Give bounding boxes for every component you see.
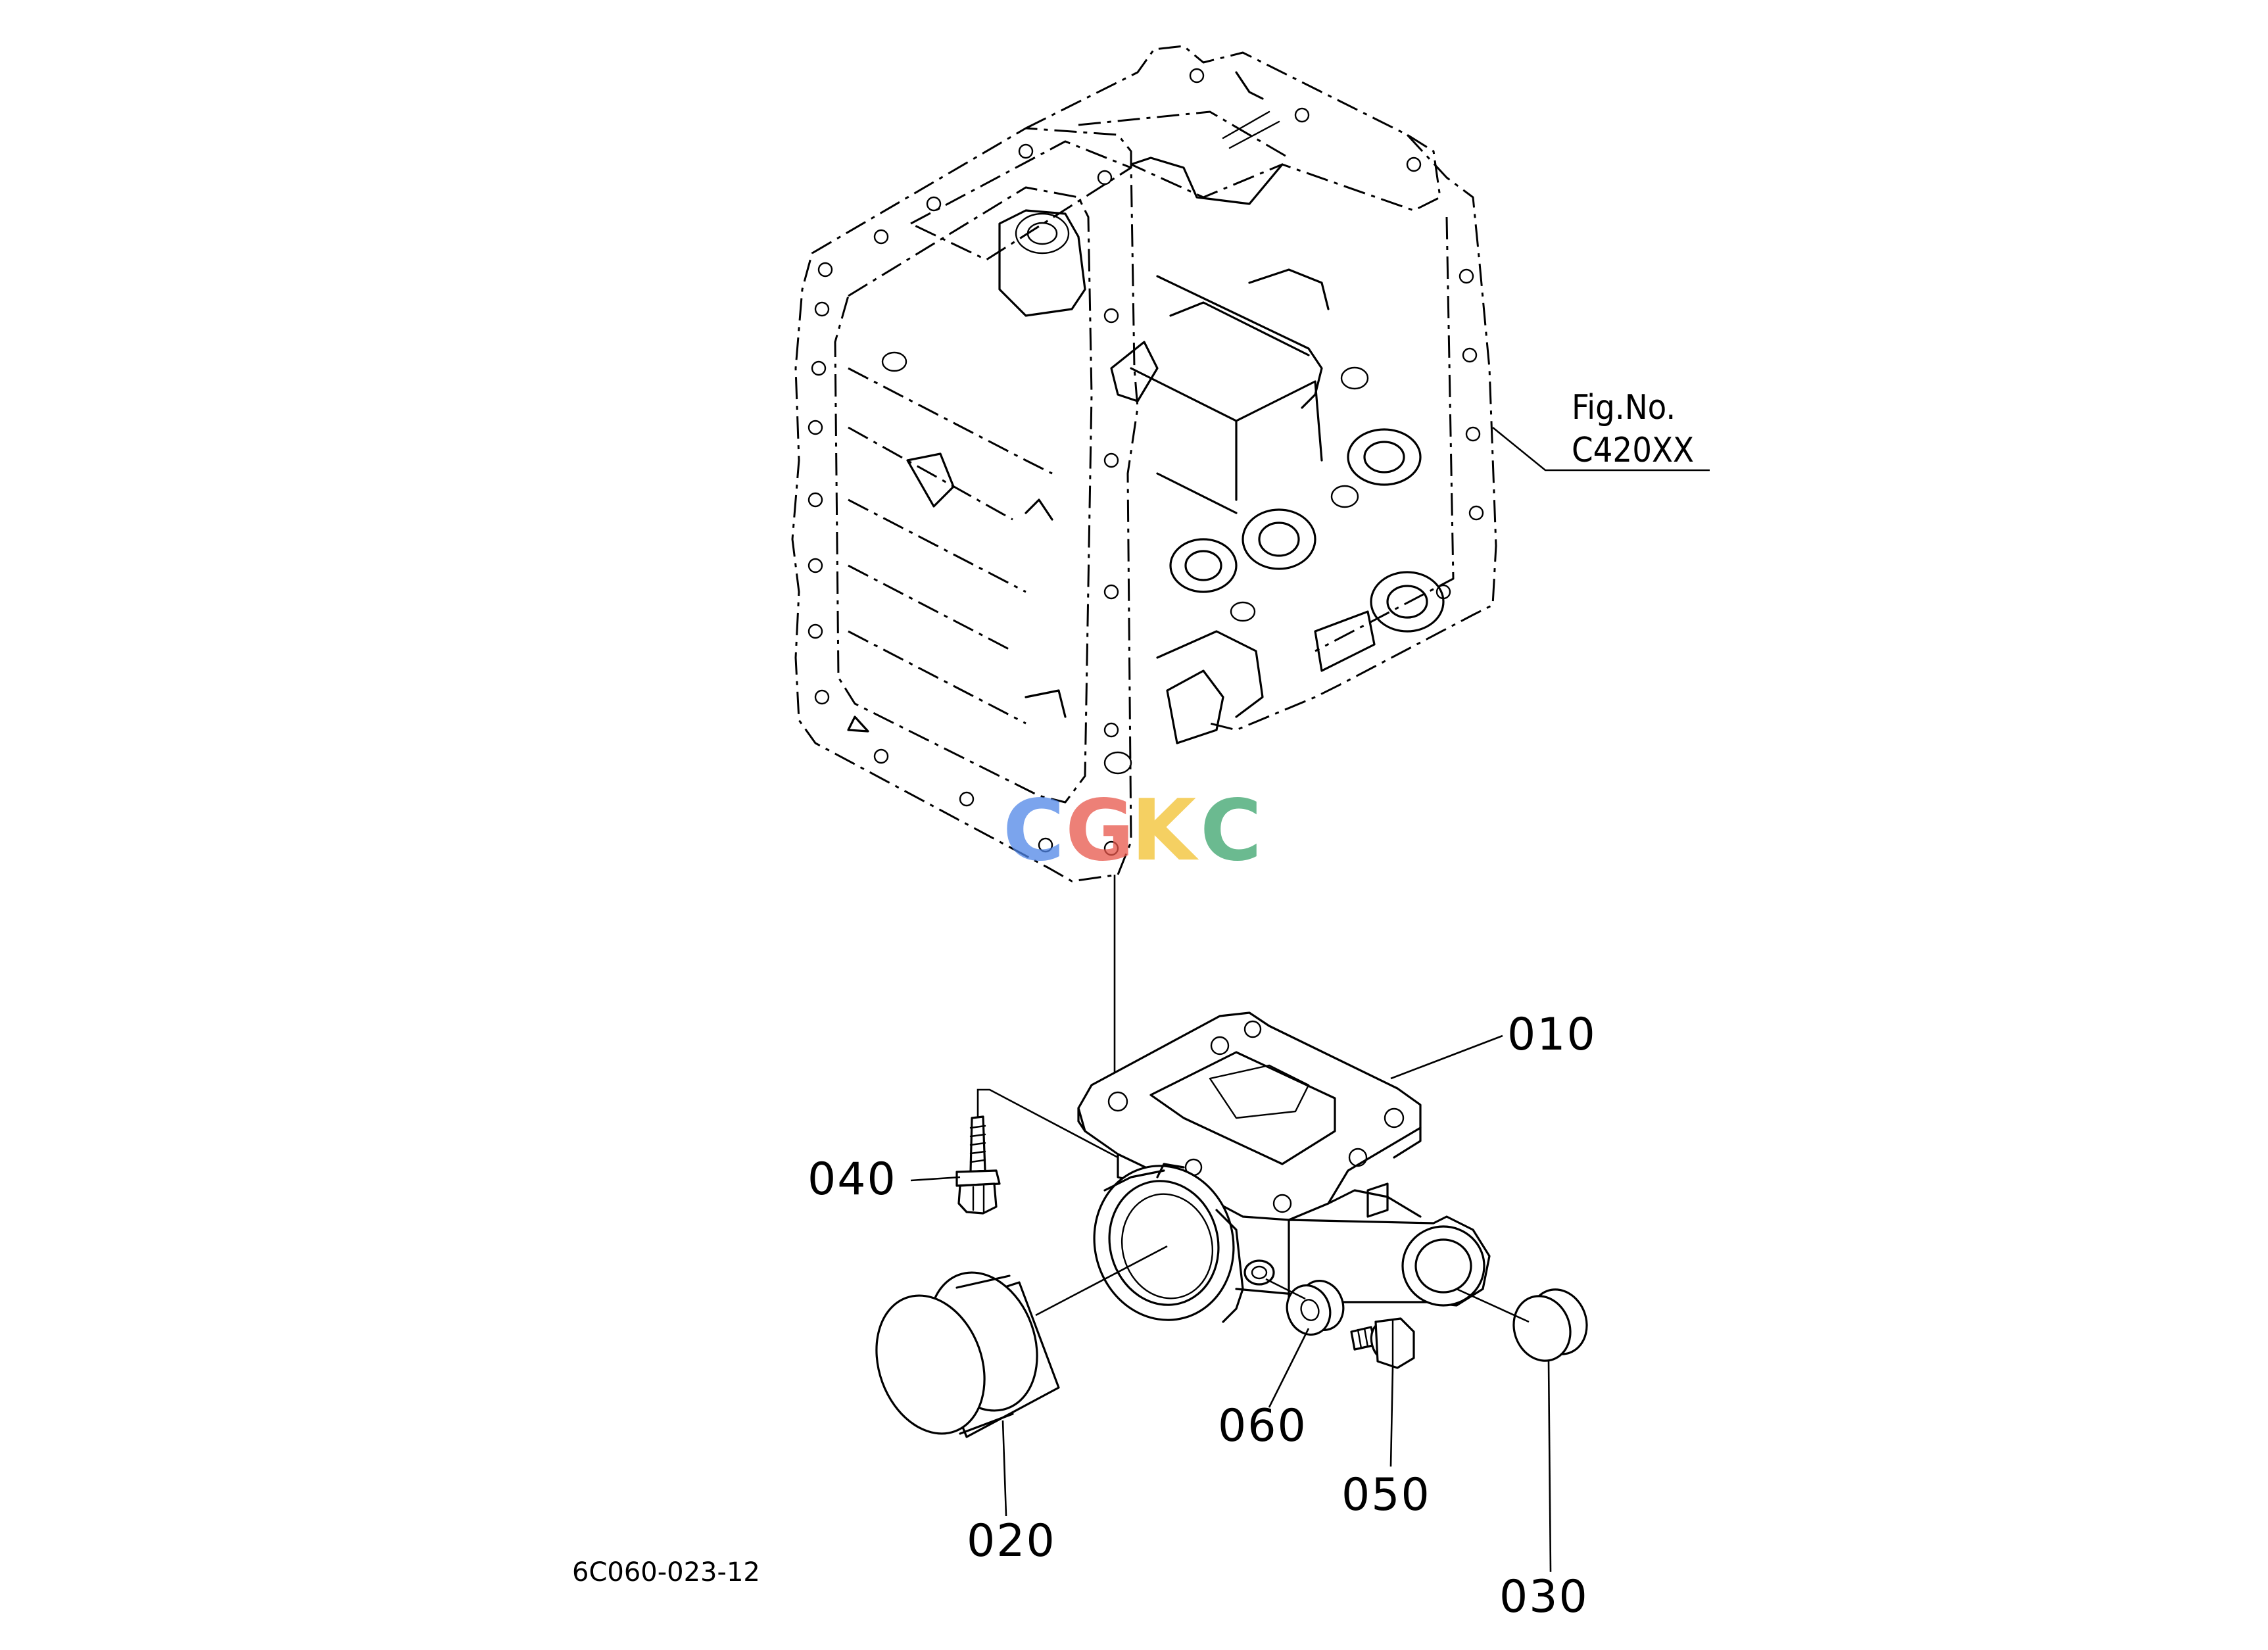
figure-reference-label: Fig.No. xyxy=(1572,388,1676,427)
part-label-030: 030 xyxy=(1499,1571,1589,1623)
figure-reference: Fig.No. C420XX xyxy=(1572,387,1694,472)
watermark-letter-4: C xyxy=(1200,782,1262,880)
leader-020 xyxy=(1001,1420,1007,1517)
watermark-letter-1: C xyxy=(1003,782,1065,880)
transmission-case-outline xyxy=(791,45,1497,883)
leader-030-tube xyxy=(1456,1288,1530,1323)
part-020-large-cap xyxy=(875,1271,1060,1438)
part-label-060: 060 xyxy=(1218,1400,1307,1452)
drawing-code: 6C060-023-12 xyxy=(572,1557,760,1588)
part-label-020: 020 xyxy=(967,1515,1056,1567)
leader-060-boss xyxy=(1265,1278,1306,1300)
leader-fig xyxy=(1492,426,1710,472)
part-label-050: 050 xyxy=(1341,1469,1431,1521)
leader-050 xyxy=(1389,1366,1394,1467)
part-060-seal xyxy=(1286,1280,1345,1336)
transmission-case-details xyxy=(808,68,1484,856)
leader-lines xyxy=(910,426,1710,1572)
part-030-small-cap xyxy=(1512,1288,1588,1362)
part-label-010: 010 xyxy=(1507,1009,1597,1061)
leader-040-ref xyxy=(977,1088,1119,1159)
leader-030 xyxy=(1547,1361,1552,1572)
figure-reference-number: C420XX xyxy=(1572,431,1695,470)
watermark-letter-3: K xyxy=(1131,782,1197,880)
leader-040 xyxy=(910,1176,961,1182)
part-010-cover xyxy=(1077,1011,1491,1323)
part-label-040: 040 xyxy=(808,1153,897,1205)
leader-020-bore xyxy=(1035,1245,1168,1317)
watermark-letter-2: G xyxy=(1065,782,1135,880)
part-050-plug xyxy=(1350,1317,1415,1369)
leader-060 xyxy=(1268,1328,1310,1408)
part-040-bolt xyxy=(955,1115,1001,1215)
leader-010 xyxy=(1390,1034,1503,1080)
